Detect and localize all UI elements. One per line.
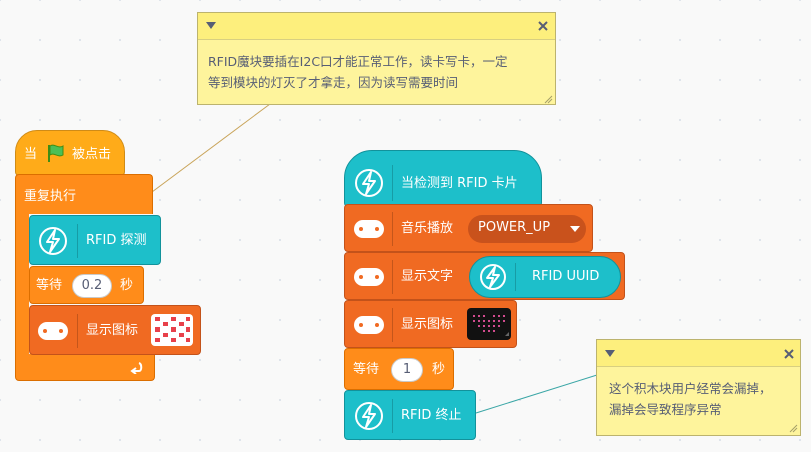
when-flag-clicked-block[interactable]: 当 被点击 [15, 130, 125, 176]
close-icon[interactable] [538, 21, 548, 31]
show-icon-label: 显示图标 [86, 323, 139, 338]
forever-label: 重复执行 [24, 189, 77, 204]
icon-separator [392, 212, 393, 246]
icon-separator [77, 224, 78, 258]
comment-text-line[interactable]: RFID魔块要插在I2C口才能正常工作，读卡写卡，一定 [208, 54, 508, 69]
show-text-block[interactable]: 显示文字 RFID UUID [344, 252, 625, 300]
show-text-label: 显示文字 [401, 269, 454, 284]
rfid-uuid-reporter[interactable]: RFID UUID [469, 256, 621, 298]
resize-handle-icon[interactable] [789, 424, 798, 433]
forever-block[interactable]: 重复执行 [15, 174, 153, 214]
comment-note-2[interactable]: 这个积木块用户经常会漏掉， 漏掉会导致程序异常 [596, 339, 801, 436]
wait-block[interactable]: 等待 1 秒 [344, 348, 454, 390]
neuron-display-icon [354, 316, 384, 334]
comment-connector-2 [475, 374, 598, 414]
comment-connector-1 [151, 103, 271, 193]
rfid-uuid-label: RFID UUID [532, 269, 600, 284]
neuron-display-icon [354, 268, 384, 286]
green-flag-icon [48, 144, 64, 162]
comment-text-line[interactable]: 这个积木块用户经常会漏掉， [609, 381, 772, 396]
neuron-speaker-icon [354, 220, 384, 238]
rfid-lightning-icon [355, 402, 383, 430]
icon-separator [392, 165, 393, 201]
comment-note-1[interactable]: RFID魔块要插在I2C口才能正常工作，读卡写卡，一定 等到模块的灯灭了才拿走，… [197, 12, 556, 105]
rfid-lightning-icon [355, 169, 383, 197]
music-dropdown[interactable]: POWER_UP [468, 215, 586, 243]
music-option: POWER_UP [478, 220, 551, 235]
comment-text-line[interactable]: 等到模块的灯灭了才拿走，因为读写需要时间 [208, 75, 459, 90]
wait-label: 等待 [36, 278, 63, 293]
heart-pattern-icon-picker[interactable] [467, 308, 511, 340]
x-pattern-icon-picker[interactable] [151, 314, 193, 346]
collapse-triangle-icon[interactable] [206, 22, 216, 30]
wait-block[interactable]: 等待 0.2 秒 [29, 266, 144, 304]
wait-label: 等待 [353, 362, 380, 377]
when-label: 当 [24, 147, 38, 162]
wait-seconds-input[interactable]: 1 [391, 358, 423, 382]
clicked-label: 被点击 [72, 147, 112, 162]
show-icon-block[interactable]: 显示图标 [29, 305, 201, 355]
rfid-detect-block[interactable]: RFID 探测 [29, 215, 161, 265]
play-music-block[interactable]: 音乐播放 POWER_UP [344, 204, 593, 252]
rfid-lightning-icon [39, 227, 67, 255]
rfid-detect-label: RFID 探测 [86, 233, 147, 248]
show-icon-label: 显示图标 [401, 317, 454, 332]
dropdown-arrow-icon[interactable] [570, 226, 580, 233]
loop-arrow-icon [130, 362, 143, 374]
comment-header[interactable] [597, 340, 800, 367]
seconds-unit-label: 秒 [432, 362, 446, 377]
comment-header[interactable] [198, 13, 555, 40]
icon-separator [515, 263, 516, 291]
comment-text-line[interactable]: 漏掉会导致程序异常 [609, 402, 722, 417]
icon-separator [392, 399, 393, 433]
rfid-stop-label: RFID 终止 [401, 408, 462, 423]
when-rfid-card-detected-block[interactable]: 当检测到 RFID 卡片 [344, 150, 542, 207]
resize-handle-icon[interactable] [544, 95, 553, 104]
neuron-display-icon [38, 322, 68, 340]
close-icon[interactable] [784, 349, 794, 359]
icon-separator [77, 314, 78, 348]
rfid-hat-label: 当检测到 RFID 卡片 [401, 176, 518, 191]
rfid-stop-block[interactable]: RFID 终止 [344, 390, 476, 440]
forever-bottom [15, 354, 155, 381]
rfid-lightning-icon [480, 264, 506, 290]
forever-arm [15, 212, 29, 357]
wait-seconds-input[interactable]: 0.2 [72, 274, 112, 298]
show-icon-block[interactable]: 显示图标 [344, 300, 517, 348]
play-music-label: 音乐播放 [401, 221, 454, 236]
collapse-triangle-icon[interactable] [605, 350, 615, 358]
seconds-unit-label: 秒 [120, 278, 134, 293]
icon-separator [392, 308, 393, 342]
icon-separator [392, 260, 393, 294]
